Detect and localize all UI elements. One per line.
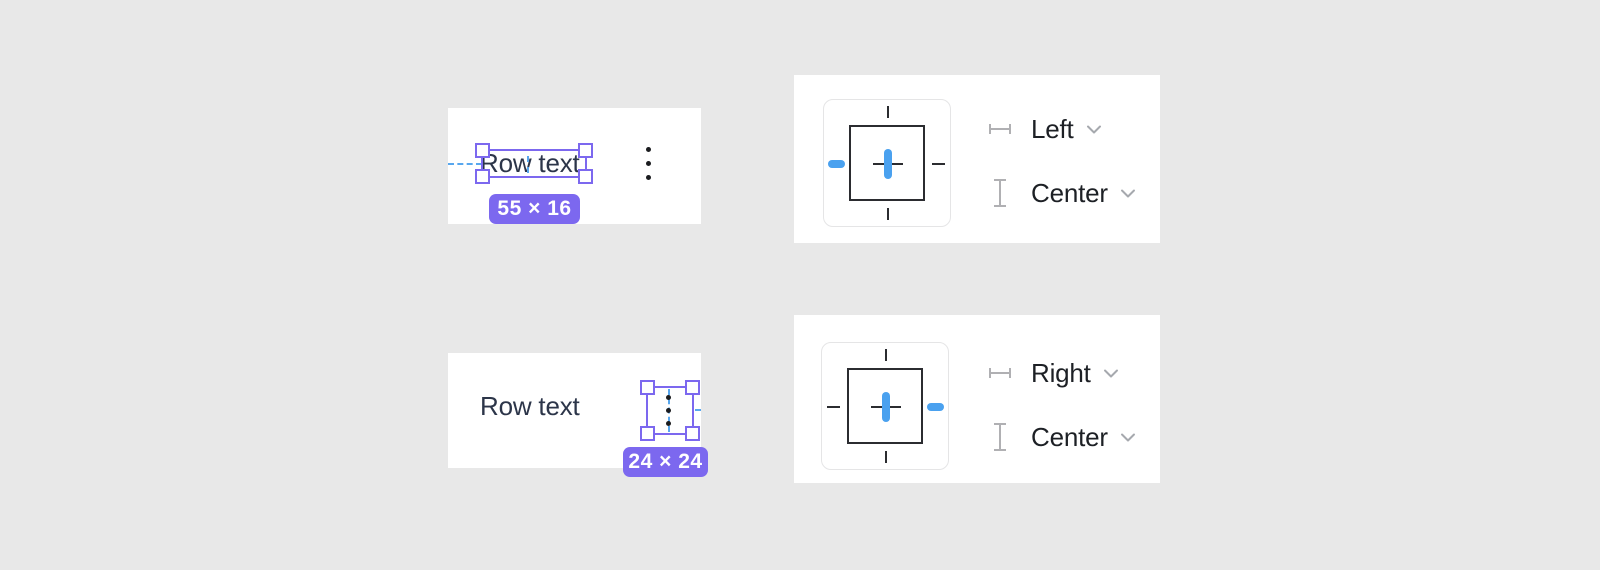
row-text-label: Row text xyxy=(480,391,580,421)
height-measure-icon xyxy=(988,179,1012,207)
resize-handle-top-right[interactable] xyxy=(578,143,593,158)
card-text-selected: Row text 55 × 16 xyxy=(448,108,701,224)
alignment-widget[interactable] xyxy=(821,342,949,470)
resize-handle-bottom-right[interactable] xyxy=(685,426,700,441)
tick-top xyxy=(885,349,887,361)
resize-handle-top-left[interactable] xyxy=(640,380,655,395)
vertical-align-dropdown[interactable]: Center xyxy=(988,423,1136,451)
selection-box[interactable] xyxy=(475,143,593,184)
center-align-bar xyxy=(882,392,890,422)
resize-handle-top-left[interactable] xyxy=(475,143,490,158)
size-badge: 24 × 24 xyxy=(623,447,708,477)
height-measure-icon xyxy=(988,423,1012,451)
vertical-align-value: Center xyxy=(1031,422,1108,452)
tick-left xyxy=(827,406,840,408)
size-badge: 55 × 16 xyxy=(489,194,580,224)
row-text-label: Row text xyxy=(480,148,580,178)
resize-handle-bottom-right[interactable] xyxy=(578,169,593,184)
chevron-down-icon xyxy=(1120,189,1136,198)
selection-box[interactable] xyxy=(640,380,700,441)
alignment-frame xyxy=(847,368,923,444)
chevron-down-icon xyxy=(1103,369,1119,378)
vertical-align-value: Center xyxy=(1031,178,1108,208)
horizontal-align-value: Left xyxy=(1031,114,1074,144)
tick-bottom xyxy=(885,451,887,463)
horizontal-align-dropdown[interactable]: Left xyxy=(988,115,1102,143)
right-align-bar xyxy=(927,403,944,411)
tick-bottom xyxy=(887,208,889,220)
tick-right xyxy=(932,163,945,165)
horizontal-align-value: Right xyxy=(1031,358,1091,388)
resize-handle-top-right[interactable] xyxy=(685,380,700,395)
center-align-bar xyxy=(884,149,892,179)
resize-handle-bottom-left[interactable] xyxy=(640,426,655,441)
vertical-align-dropdown[interactable]: Center xyxy=(988,179,1136,207)
width-measure-icon xyxy=(988,368,1012,378)
kebab-menu-icon[interactable] xyxy=(646,147,651,180)
left-align-bar xyxy=(828,160,845,168)
card-align-left: Left Center xyxy=(794,75,1160,243)
chevron-down-icon xyxy=(1120,433,1136,442)
alignment-frame xyxy=(849,125,925,201)
width-measure-icon xyxy=(988,124,1012,134)
horizontal-align-dropdown[interactable]: Right xyxy=(988,359,1119,387)
tick-top xyxy=(887,106,889,118)
snap-guide-h xyxy=(448,163,482,165)
alignment-widget[interactable] xyxy=(823,99,951,227)
chevron-down-icon xyxy=(1086,125,1102,134)
card-align-right: Right Center xyxy=(794,315,1160,483)
center-guide-v xyxy=(527,156,529,173)
card-icon-selected: Row text 24 × 24 xyxy=(448,353,708,477)
resize-handle-bottom-left[interactable] xyxy=(475,169,490,184)
kebab-menu-icon[interactable] xyxy=(666,395,671,426)
snap-guide-h xyxy=(695,409,701,411)
